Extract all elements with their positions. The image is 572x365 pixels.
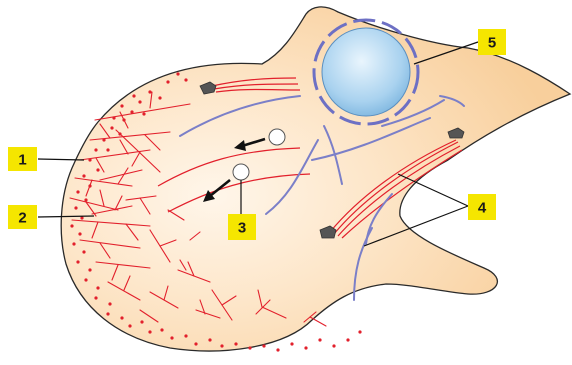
label-3: 3 bbox=[228, 214, 256, 240]
actin-dot bbox=[184, 334, 187, 337]
actin-dot bbox=[346, 338, 349, 341]
label-1: 1 bbox=[8, 147, 37, 171]
actin-dot bbox=[140, 320, 143, 323]
actin-dot bbox=[120, 316, 123, 319]
actin-dot bbox=[208, 338, 211, 341]
actin-dot bbox=[276, 348, 279, 351]
svg-text:5: 5 bbox=[488, 35, 496, 52]
actin-dot bbox=[170, 336, 173, 339]
actin-dot bbox=[158, 96, 161, 99]
actin-dot bbox=[358, 330, 361, 333]
label-4: 4 bbox=[468, 194, 496, 220]
actin-dot bbox=[234, 342, 237, 345]
actin-dot bbox=[332, 344, 335, 347]
actin-dot bbox=[84, 198, 87, 201]
actin-dot bbox=[262, 344, 265, 347]
actin-dot bbox=[82, 250, 85, 253]
actin-dot bbox=[74, 206, 77, 209]
actin-dot bbox=[94, 296, 97, 299]
actin-dot bbox=[76, 190, 79, 193]
actin-dot bbox=[70, 224, 73, 227]
actin-dot bbox=[106, 312, 109, 315]
actin-dot bbox=[96, 168, 99, 171]
actin-dot bbox=[138, 100, 141, 103]
actin-dot bbox=[72, 242, 75, 245]
svg-text:3: 3 bbox=[238, 220, 246, 237]
actin-dot bbox=[120, 104, 123, 107]
actin-dot bbox=[290, 342, 293, 345]
actin-dot bbox=[194, 342, 197, 345]
actin-dot bbox=[148, 330, 151, 333]
label-2: 2 bbox=[8, 205, 37, 229]
actin-dot bbox=[304, 346, 307, 349]
actin-dot bbox=[84, 278, 87, 281]
svg-text:4: 4 bbox=[478, 200, 487, 217]
svg-text:1: 1 bbox=[18, 152, 26, 169]
label-5: 5 bbox=[478, 29, 506, 55]
actin-dot bbox=[248, 346, 251, 349]
actin-dot bbox=[94, 148, 97, 151]
actin-dot bbox=[82, 174, 85, 177]
actin-dot bbox=[76, 260, 79, 263]
actin-dot bbox=[108, 302, 111, 305]
actin-dot bbox=[160, 328, 163, 331]
actin-dot bbox=[184, 78, 187, 81]
actin-dot bbox=[176, 72, 179, 75]
actin-dot bbox=[128, 324, 131, 327]
actin-dot bbox=[148, 90, 151, 93]
svg-text:2: 2 bbox=[18, 210, 26, 227]
actin-dot bbox=[88, 268, 91, 271]
actin-dot bbox=[318, 338, 321, 341]
actin-dot bbox=[142, 112, 145, 115]
actin-dot bbox=[220, 344, 223, 347]
actin-dot bbox=[132, 94, 135, 97]
actin-dot bbox=[96, 286, 99, 289]
nucleus-icon bbox=[322, 28, 410, 116]
actin-dot bbox=[80, 216, 83, 219]
actin-dot bbox=[106, 148, 109, 151]
vesicle-icon bbox=[233, 164, 249, 180]
vesicle-icon bbox=[269, 129, 285, 145]
actin-dot bbox=[110, 126, 113, 129]
actin-dot bbox=[78, 232, 81, 235]
actin-dot bbox=[166, 80, 169, 83]
